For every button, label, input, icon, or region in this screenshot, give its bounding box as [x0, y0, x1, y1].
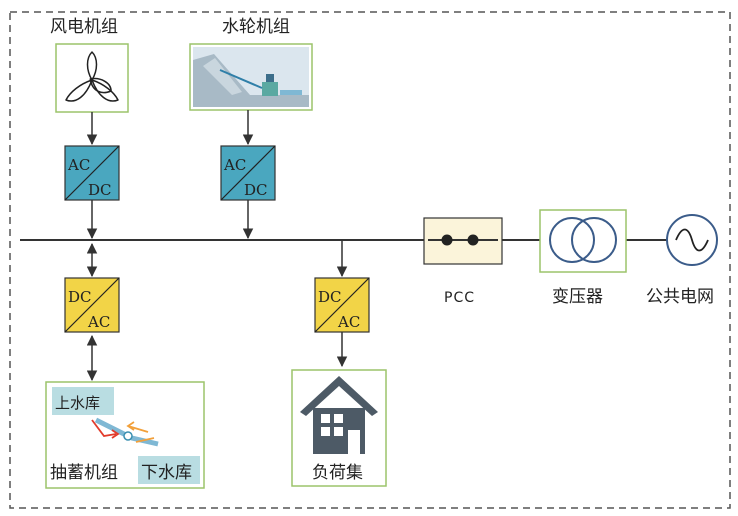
load-label: 负荷集 — [312, 463, 363, 483]
lower-reservoir-label: 下水库 — [141, 463, 192, 483]
grid-label: 公共电网 — [646, 287, 714, 307]
house-icon: 负荷集 — [291, 369, 387, 487]
pumped-storage-label: 抽蓄机组 — [50, 463, 118, 483]
wind-turbine-icon — [55, 43, 129, 113]
conv-top-text: AC — [223, 156, 246, 174]
conv-top-text: AC — [67, 156, 90, 174]
conv-bottom-text: DC — [244, 181, 268, 199]
hydro-label: 水轮机组 — [222, 17, 290, 37]
storage-dc-ac-converter: DC AC — [64, 277, 120, 333]
transformer-icon — [539, 209, 627, 273]
wind-ac-dc-converter: AC DC — [64, 145, 120, 201]
wind-label: 风电机组 — [50, 17, 118, 37]
conv-bottom-text: AC — [337, 313, 360, 331]
pcc-label: PCC — [444, 290, 475, 306]
conv-bottom-text: AC — [87, 313, 110, 331]
pumped-storage-icon: 上水库 抽蓄机组 下水库 — [45, 381, 205, 489]
system-boundary — [9, 11, 731, 509]
transformer-label: 变压器 — [552, 287, 603, 307]
conv-top-text: DC — [68, 288, 92, 306]
conv-top-text: DC — [318, 288, 342, 306]
breaker-icon — [423, 217, 503, 265]
hydro-dam-icon — [189, 43, 313, 111]
load-dc-ac-converter: DC AC — [314, 277, 370, 333]
conv-bottom-text: DC — [88, 181, 112, 199]
upper-reservoir-label: 上水库 — [55, 394, 100, 412]
hydro-ac-dc-converter: AC DC — [220, 145, 276, 201]
ac-source-icon — [666, 214, 718, 266]
